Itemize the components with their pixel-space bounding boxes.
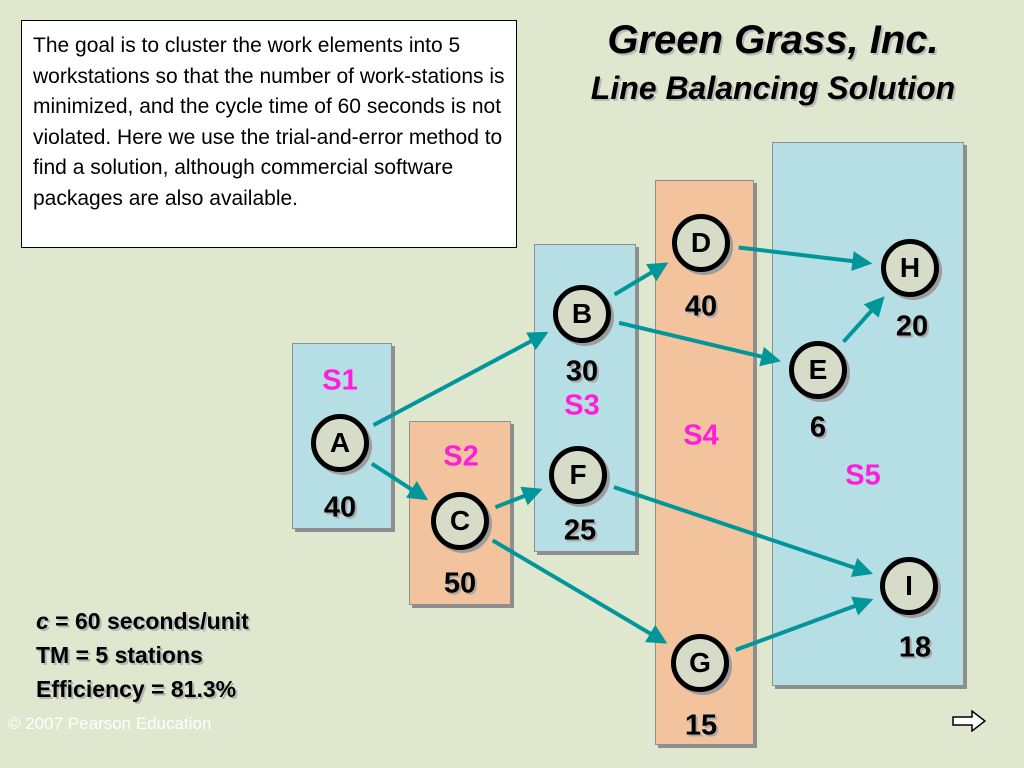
arrow-a-to-c: [370, 462, 429, 501]
station-label-s4: S4: [683, 419, 719, 452]
node-b: B: [553, 285, 611, 343]
station-label-s3: S3: [564, 389, 600, 422]
cycle-time-symbol: c: [36, 608, 49, 634]
cycle-time-line: c = 60 seconds/unit: [36, 604, 249, 638]
node-e: E: [789, 341, 847, 399]
station-label-s1: S1: [322, 364, 358, 397]
node-d: D: [672, 214, 730, 272]
copyright-text: © 2007 Pearson Education: [8, 714, 212, 733]
node-g: G: [671, 634, 729, 692]
slide-title: Green Grass, Inc.: [607, 18, 939, 62]
arrow-b-to-e: [618, 320, 781, 367]
node-time-b: 30: [565, 355, 599, 388]
node-time-d: 40: [684, 290, 718, 323]
arrow-e-to-h: [842, 296, 885, 344]
node-time-f: 25: [563, 514, 597, 547]
node-c: C: [431, 492, 489, 550]
cycle-time-value: = 60 seconds/unit: [48, 608, 249, 634]
station-label-s2: S2: [443, 440, 479, 473]
node-time-i: 18: [898, 631, 932, 664]
efficiency-line: Efficiency = 81.3%: [36, 676, 237, 702]
right-arrow-icon[interactable]: [952, 710, 986, 732]
node-f: F: [549, 446, 607, 504]
description-box: The goal is to cluster the work elements…: [21, 20, 517, 248]
arrow-c-to-f: [494, 486, 543, 510]
node-time-g: 15: [684, 709, 718, 742]
summary-stats: c = 60 seconds/unit TM = 5 stations Effi…: [36, 604, 249, 706]
node-time-h: 20: [895, 310, 929, 343]
node-time-e: 6: [809, 411, 827, 444]
node-time-c: 50: [443, 567, 477, 600]
arrow-g-to-i: [735, 596, 874, 652]
arrow-b-to-d: [613, 262, 669, 297]
node-h: H: [881, 239, 939, 297]
station-label-s5: S5: [845, 459, 881, 492]
slide-subtitle: Line Balancing Solution: [590, 70, 956, 106]
description-text: The goal is to cluster the work elements…: [33, 34, 505, 210]
theoretical-minimum-line: TM = 5 stations: [36, 642, 203, 668]
arrow-a-to-b: [372, 331, 549, 427]
node-i: I: [880, 557, 938, 615]
node-time-a: 40: [323, 491, 357, 524]
node-a: A: [311, 414, 369, 472]
arrow-d-to-h: [738, 245, 873, 272]
arrow-f-to-i: [613, 485, 873, 577]
arrow-c-to-g: [491, 538, 668, 644]
